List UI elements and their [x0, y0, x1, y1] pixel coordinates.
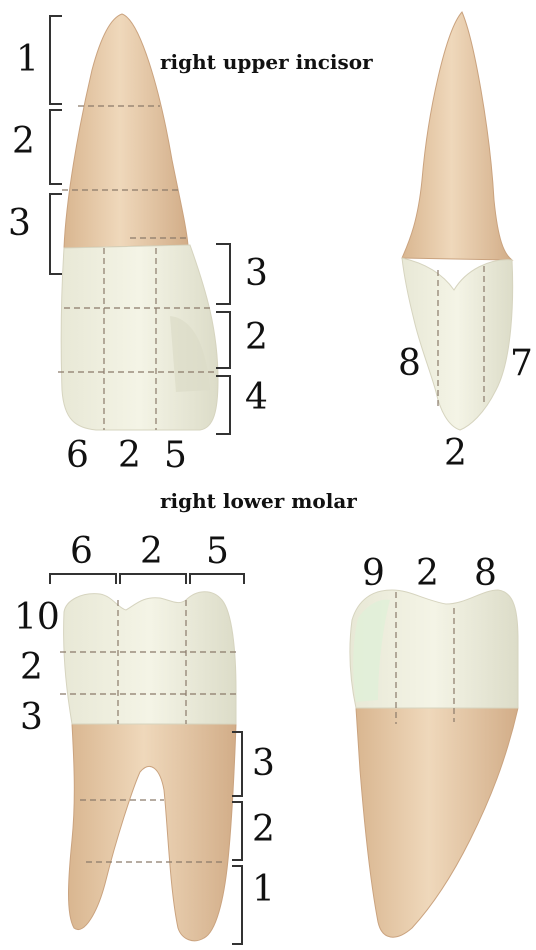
incisor-side-label: 7: [510, 346, 533, 382]
incisor-side-label: 8: [398, 346, 421, 382]
incisor-crown-label: 3: [245, 256, 268, 292]
molar-top-label: 2: [140, 534, 163, 570]
molar-crown-label: 3: [20, 700, 43, 736]
molar-top-label: 5: [206, 534, 229, 570]
incisor-crown-label: 2: [245, 320, 268, 356]
incisor-root-label: 2: [12, 124, 35, 160]
molar-caption: right lower molar: [160, 489, 357, 513]
incisor-bottom-label: 5: [164, 438, 187, 474]
molar-root-label: 1: [252, 872, 275, 908]
incisor-side-label: 2: [444, 436, 467, 472]
molar-front-view: [50, 574, 244, 944]
molar-side-root: [356, 708, 518, 937]
molar-front-crown: [64, 592, 236, 724]
molar-side-view: [350, 590, 518, 937]
molar-root-label: 3: [252, 746, 275, 782]
incisor-caption: right upper incisor: [160, 50, 373, 74]
molar-crown-label: 10: [14, 600, 60, 636]
molar-root-label: 2: [252, 812, 275, 848]
incisor-crown-label: 4: [245, 380, 268, 416]
molar-top-label: 6: [70, 534, 93, 570]
incisor-root-label: 3: [8, 206, 31, 242]
molar-front-roots: [69, 724, 237, 941]
molar-side-top-label: 8: [474, 556, 497, 592]
molar-side-top-label: 9: [362, 556, 385, 592]
incisor-bottom-label: 6: [66, 438, 89, 474]
molar-side-top-label: 2: [416, 556, 439, 592]
incisor-side-root: [402, 12, 512, 260]
incisor-front-view: [50, 14, 230, 434]
molar-crown-label: 2: [20, 650, 43, 686]
incisor-root-label: 1: [16, 42, 39, 78]
incisor-bottom-label: 2: [118, 438, 141, 474]
